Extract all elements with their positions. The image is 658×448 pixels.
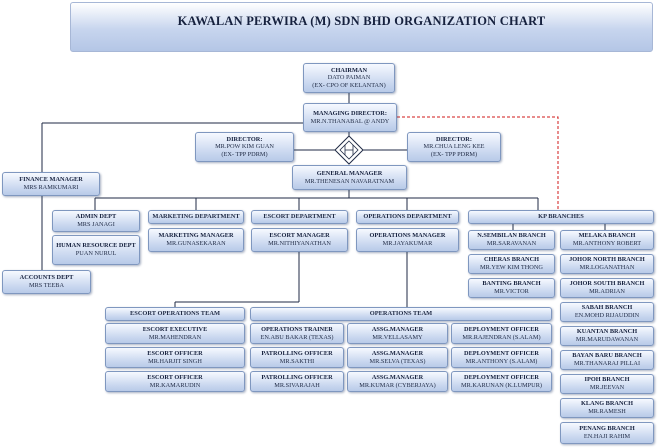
chairman-title: CHAIRMAN <box>330 66 368 74</box>
marketing-manager-box: MARKETING MANAGER MR.GUNASEKARAN <box>148 228 244 252</box>
ops-col2-2: ASSG.MANAGER MR.KUMAR (CYBERJAYA) <box>347 371 448 392</box>
diamond-connector <box>334 135 364 165</box>
director-right-name: MR.CHUA LENG KEE <box>423 143 485 151</box>
marketing-manager-title: MARKETING MANAGER <box>158 232 234 240</box>
escort-manager-title: ESCORT MANAGER <box>269 232 330 240</box>
branch-right-8: PENANG BRANCH EN.HAJI RAHIM <box>560 422 654 444</box>
admin-dept-box: ADMIN DEPT MRS JANAGI <box>52 210 140 232</box>
escort-manager-name: MR.NITHIYANATHAN <box>268 240 331 247</box>
branch-left-0: N.SEMBILAN BRANCH MR.SARAVANAN <box>468 230 555 250</box>
operations-dept-header: OPERATIONS DEPARTMENT <box>356 210 459 224</box>
ops-col1-0: OPERATIONS TRAINER EN.ABU BAKAR (TEXAS) <box>250 323 344 344</box>
ops-col3-1: DEPLOYMENT OFFICER MR.ANTHONY (S.ALAM) <box>451 347 552 368</box>
branch-right-3: SABAH BRANCH EN.MOHD RIJAUDDIN <box>560 302 654 322</box>
accounts-name: MRS TEEBA <box>28 282 65 289</box>
director-left-name: MR.POW KIM GUAN <box>215 143 274 151</box>
branch-left-1: CHERAS BRANCH MR.YEW KIM THONG <box>468 254 555 274</box>
director-right-title: DIRECTOR: <box>436 135 472 143</box>
ops-col1-1: PATROLLING OFFICER MR.SAKTHI <box>250 347 344 368</box>
director-right-box: DIRECTOR: MR.CHUA LENG KEE (EX- TPP PDRM… <box>407 132 501 162</box>
branch-left-2: BANTING BRANCH MR.VICTOR <box>468 278 555 298</box>
director-left-box: DIRECTOR: MR.POW KIM GUAN (EX- TPP PDRM) <box>195 132 294 162</box>
chairman-name: DATO PAIMAN <box>327 74 371 82</box>
kp-branches-header: KP BRANCHES <box>468 210 654 224</box>
marketing-dept-header: MARKETING DEPARTMENT <box>148 210 244 224</box>
chairman-box: CHAIRMAN DATO PAIMAN (EX- CPO OF KELANTA… <box>303 63 395 93</box>
director-left-title: DIRECTOR: <box>226 135 263 143</box>
ops-col2-0: ASSG.MANAGER MR.VELLASAMY <box>347 323 448 344</box>
finance-title: FINANCE MANAGER <box>19 176 83 184</box>
ops-team-header: OPERATIONS TEAM <box>250 307 552 321</box>
escort-dept-header: ESCORT DEPARTMENT <box>251 210 348 224</box>
operations-manager-name: MR.JAYAKUMAR <box>382 240 433 247</box>
marketing-manager-name: MR.GUNASEKARAN <box>166 240 226 247</box>
chairman-note: (EX- CPO OF KELANTAN) <box>312 81 386 89</box>
title-banner: KAWALAN PERWIRA (M) SDN BHD ORGANIZATION… <box>70 2 653 52</box>
finance-manager-box: FINANCE MANAGER MRS RAMKUMARI <box>2 172 100 196</box>
hr-name: PUAN NURUL <box>75 250 117 257</box>
hr-title: HUMAN RESOURCE DEPT <box>56 242 136 250</box>
escort-team-header: ESCORT OPERATIONS TEAM <box>105 307 245 321</box>
ops-col3-0: DEPLOYMENT OFFICER MR.RAJENDRAN (S.ALAM) <box>451 323 552 344</box>
general-manager-box: GENERAL MANAGER MR.THENESAN NAVARATNAM <box>292 165 407 190</box>
md-title: MANAGING DIRECTOR: <box>313 109 387 117</box>
operations-manager-title: OPERATIONS MANAGER <box>369 232 446 240</box>
branch-right-7: KLANG BRANCH MR.RAMESH <box>560 398 654 418</box>
escort-team-member-0: ESCORT EXECUTIVE MR.MAHENDRAN <box>105 323 245 344</box>
md-name: MR.N.THANABAL @ ANDY <box>310 117 390 125</box>
hr-dept-box: HUMAN RESOURCE DEPT PUAN NURUL <box>52 235 140 265</box>
branch-right-1: JOHOR NORTH BRANCH MR.LOGANATHAN <box>560 254 654 274</box>
admin-name: MRS JANAGI <box>77 221 115 228</box>
branch-right-2: JOHOR SOUTH BRANCH MR.ADRIAN <box>560 278 654 298</box>
admin-title: ADMIN DEPT <box>75 213 117 221</box>
director-right-note: (EX- TPP PDRM) <box>430 150 478 158</box>
line-md-kp-dashed <box>397 116 559 210</box>
finance-name: MRS RAMKUMARI <box>23 184 79 191</box>
managing-director-box: MANAGING DIRECTOR: MR.N.THANABAL @ ANDY <box>303 103 397 132</box>
branch-right-5: BAYAN BARU BRANCH MR.THANARAJ PILLAI <box>560 350 654 370</box>
chart-title: KAWALAN PERWIRA (M) SDN BHD ORGANIZATION… <box>177 14 546 28</box>
branch-right-4: KUANTAN BRANCH MR.MARUDAWANAN <box>560 326 654 346</box>
escort-team-member-2: ESCORT OFFICER MR.KAMARUDIN <box>105 371 245 392</box>
escort-team-member-1: ESCORT OFFICER MR.HARJIT SINGH <box>105 347 245 368</box>
branch-right-0: MELAKA BRANCH MR.ANTHONY ROBERT <box>560 230 654 250</box>
gm-name: MR.THENESAN NAVARATNAM <box>304 177 395 185</box>
accounts-dept-box: ACCOUNTS DEPT MRS TEEBA <box>2 270 91 294</box>
escort-manager-box: ESCORT MANAGER MR.NITHIYANATHAN <box>251 228 348 252</box>
accounts-title: ACCOUNTS DEPT <box>19 274 74 282</box>
branch-right-6: IPOH BRANCH MR.JEEVAN <box>560 374 654 394</box>
gm-title: GENERAL MANAGER <box>316 169 383 177</box>
ops-col2-1: ASSG.MANAGER MR.SELVA (TEXAS) <box>347 347 448 368</box>
operations-manager-box: OPERATIONS MANAGER MR.JAYAKUMAR <box>356 228 459 252</box>
ops-col3-2: DEPLOYMENT OFFICER MR.KARUNAN (K.LUMPUR) <box>451 371 552 392</box>
director-left-note: (EX- TPP PDRM) <box>221 150 268 158</box>
ops-col1-2: PATROLLING OFFICER MR.SIVARAJAH <box>250 371 344 392</box>
